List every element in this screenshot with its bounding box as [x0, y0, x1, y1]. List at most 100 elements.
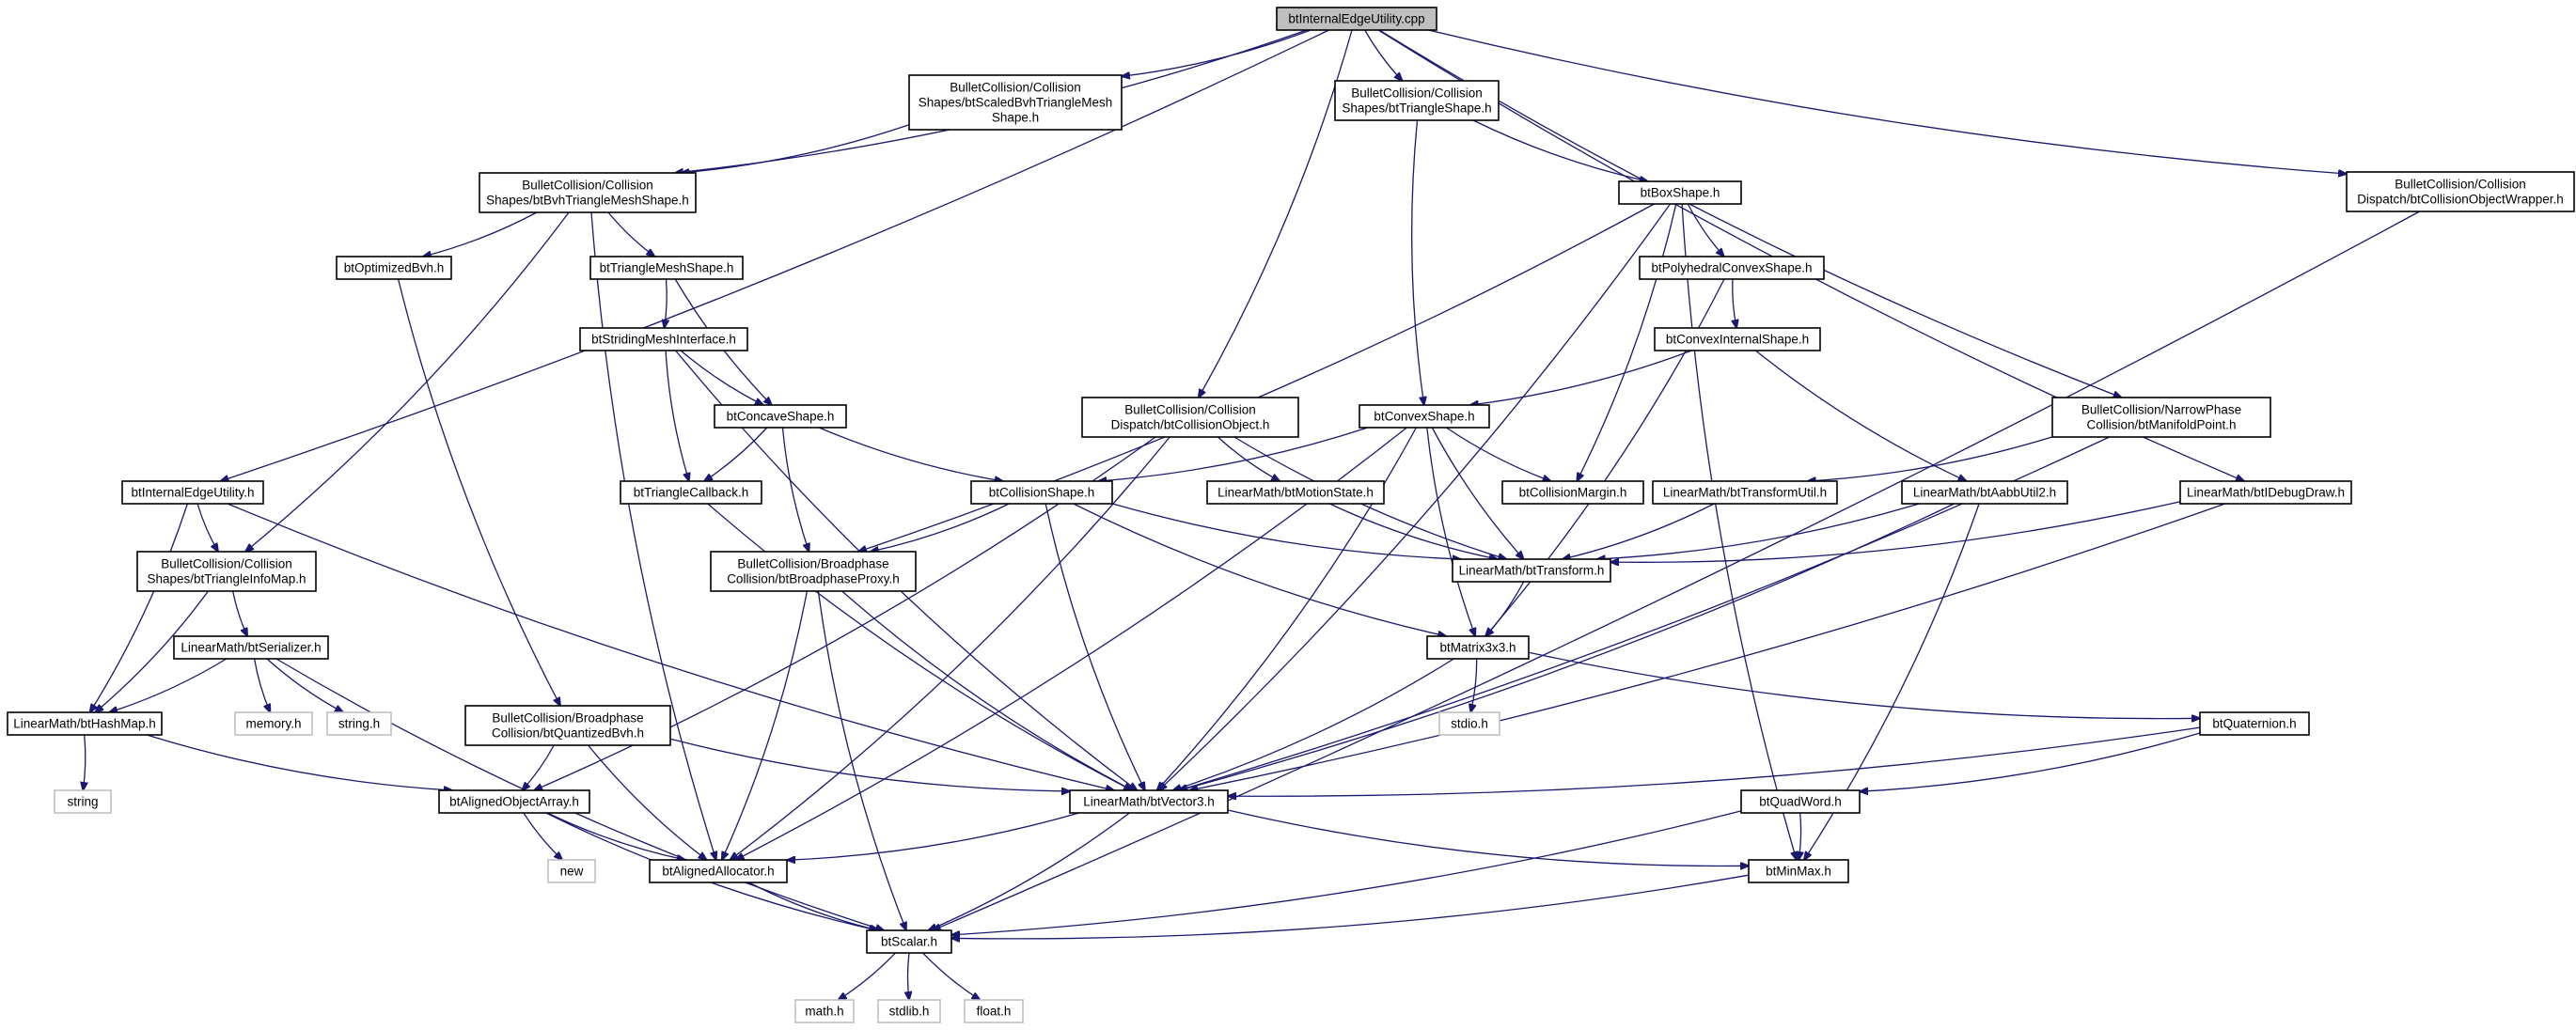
node-label-bvhtrimesh-1: Shapes/btBvhTriangleMeshShape.h — [486, 194, 689, 208]
node-boxshape[interactable]: btBoxShape.h — [1618, 180, 1742, 205]
edge-collisionshape-to-vector3 — [1045, 503, 1145, 790]
node-alignedobjarray[interactable]: btAlignedObjectArray.h — [438, 789, 590, 814]
edge-vector3-to-minmax — [1227, 809, 1749, 866]
edge-triangleshape-to-boxshape — [1472, 119, 1648, 181]
node-box-bvhtrimesh — [479, 172, 697, 213]
edge-boxshape-to-minmax — [1681, 203, 1797, 860]
node-tricallback[interactable]: btTriangleCallback.h — [620, 480, 762, 505]
node-label-collisionobject-1: Dispatch/btCollisionObject.h — [1111, 418, 1270, 432]
node-box-manifoldpoint — [2051, 397, 2271, 438]
node-triinfomap[interactable]: BulletCollision/CollisionShapes/btTriang… — [136, 551, 317, 592]
node-box-polyconvex — [1639, 256, 1825, 280]
edge-collisionshape-to-matrix3x3 — [1073, 503, 1447, 636]
edge-quantizedbvh-to-vector3 — [669, 738, 1070, 791]
node-polyconvex[interactable]: btPolyhedralConvexShape.h — [1639, 256, 1825, 280]
edge-root-to-collisionobject — [1199, 29, 1353, 398]
node-convexshape[interactable]: btConvexShape.h — [1359, 404, 1490, 429]
edge-transformutil-to-transform — [1563, 503, 1715, 559]
node-quantizedbvh[interactable]: BulletCollision/BroadphaseCollision/btQu… — [464, 705, 671, 746]
node-label-colobjwrapper-0: BulletCollision/Collision — [2395, 178, 2526, 192]
node-stridingmesh[interactable]: btStridingMeshInterface.h — [579, 327, 748, 351]
node-label-triinfomap-1: Shapes/btTriangleInfoMap.h — [147, 572, 306, 586]
node-label-alignedalloc-0: btAlignedAllocator.h — [662, 865, 774, 879]
edge-quaternion-to-vector3 — [1228, 726, 2201, 796]
node-optimizedbvh[interactable]: btOptimizedBvh.h — [336, 256, 452, 280]
node-motionstate[interactable]: LinearMath/btMotionState.h — [1206, 480, 1385, 505]
edge-alignedobjarray-to-new — [523, 812, 562, 860]
node-box-new — [547, 859, 596, 883]
node-box-root — [1276, 7, 1437, 31]
node-label-serializer-0: LinearMath/btSerializer.h — [181, 641, 321, 655]
node-new: new — [547, 859, 596, 883]
node-transform[interactable]: LinearMath/btTransform.h — [1452, 558, 1611, 583]
node-label-minmax-0: btMinMax.h — [1766, 865, 1831, 879]
node-label-convexshape-0: btConvexShape.h — [1374, 410, 1474, 424]
node-aabbutil[interactable]: LinearMath/btAabbUtil2.h — [1901, 480, 2068, 505]
node-label-bpproxy-0: BulletCollision/Broadphase — [737, 557, 888, 571]
edge-serializer-to-hashmap — [109, 658, 228, 712]
node-hashmap[interactable]: LinearMath/btHashMap.h — [7, 711, 163, 736]
node-triangleshape[interactable]: BulletCollision/CollisionShapes/btTriang… — [1334, 80, 1500, 121]
edge-matrix3x3-to-vector3 — [1173, 658, 1454, 790]
edge-bvhtrimesh-to-trimeshshape — [607, 211, 654, 257]
edge-convexshape-to-transform — [1431, 427, 1523, 559]
node-label-stdio-0: stdio.h — [1451, 717, 1488, 731]
node-label-float-0: float.h — [977, 1005, 1012, 1019]
edge-convexshape-to-collisionshape — [1098, 427, 1368, 481]
node-trimeshshape[interactable]: btTriangleMeshShape.h — [589, 256, 744, 280]
node-label-quadword-0: btQuadWord.h — [1759, 795, 1842, 809]
edge-vector3-to-scalar — [929, 812, 1130, 930]
node-colobjwrapper[interactable]: BulletCollision/CollisionDispatch/btColl… — [2346, 171, 2575, 212]
node-quadword[interactable]: btQuadWord.h — [1740, 789, 1861, 814]
node-scaledbvh[interactable]: BulletCollision/CollisionShapes/btScaled… — [908, 74, 1123, 131]
node-collisionobject[interactable]: BulletCollision/CollisionDispatch/btColl… — [1081, 397, 1299, 438]
node-scalar[interactable]: btScalar.h — [866, 929, 952, 954]
node-root[interactable]: btInternalEdgeUtility.cpp — [1276, 7, 1437, 31]
nodes-layer: btInternalEdgeUtility.cppBulletCollision… — [7, 7, 2575, 1023]
edge-convexshape-to-collisionmargin — [1446, 427, 1550, 481]
node-box-debugdraw — [2179, 480, 2352, 505]
node-bvhtrimesh[interactable]: BulletCollision/CollisionShapes/btBvhTri… — [479, 172, 697, 213]
edge-hashmap-to-string — [83, 734, 86, 790]
node-label-debugdraw-0: LinearMath/btIDebugDraw.h — [2187, 486, 2345, 500]
node-label-collisionmargin-0: btCollisionMargin.h — [1519, 486, 1627, 500]
node-debugdraw[interactable]: LinearMath/btIDebugDraw.h — [2179, 480, 2352, 505]
node-label-internaledge-0: btInternalEdgeUtility.h — [131, 486, 254, 500]
node-label-scaledbvh-2: Shape.h — [992, 111, 1039, 125]
edge-collisionobject-to-alignedalloc — [730, 436, 1170, 860]
node-label-manifoldpoint-0: BulletCollision/NarrowPhase — [2081, 403, 2241, 417]
node-alignedalloc[interactable]: btAlignedAllocator.h — [649, 859, 788, 883]
node-manifoldpoint[interactable]: BulletCollision/NarrowPhaseCollision/btM… — [2051, 397, 2271, 438]
node-label-quaternion-0: btQuaternion.h — [2212, 717, 2296, 731]
node-collisionshape[interactable]: btCollisionShape.h — [970, 480, 1113, 505]
node-label-motionstate-0: LinearMath/btMotionState.h — [1217, 486, 1374, 500]
node-box-quadword — [1740, 789, 1861, 814]
node-minmax[interactable]: btMinMax.h — [1748, 859, 1849, 883]
edge-bvhtrimesh-to-triinfomap — [245, 211, 570, 552]
node-box-string — [54, 789, 112, 814]
node-label-scaledbvh-1: Shapes/btScaledBvhTriangleMesh — [919, 96, 1113, 110]
edge-root-to-triangleshape — [1364, 29, 1403, 81]
node-label-triinfomap-0: BulletCollision/Collision — [161, 557, 292, 571]
node-box-aabbutil — [1901, 480, 2068, 505]
node-bpproxy[interactable]: BulletCollision/BroadphaseCollision/btBr… — [710, 551, 917, 592]
edge-concaveshape-to-bpproxy — [781, 427, 809, 552]
node-concaveshape[interactable]: btConcaveShape.h — [714, 404, 847, 429]
node-box-trimeshshape — [589, 256, 744, 280]
node-vector3[interactable]: LinearMath/btVector3.h — [1069, 789, 1229, 814]
edge-triangleshape-to-convexshape — [1410, 119, 1424, 405]
node-box-memory — [234, 711, 313, 736]
node-collisionmargin[interactable]: btCollisionMargin.h — [1501, 480, 1644, 505]
node-convexinternal[interactable]: btConvexInternalShape.h — [1654, 327, 1821, 351]
edge-vector3-to-alignedalloc — [787, 812, 1079, 860]
edge-quadword-to-minmax — [1798, 812, 1800, 860]
node-quaternion[interactable]: btQuaternion.h — [2199, 711, 2310, 736]
node-label-math-0: math.h — [805, 1005, 843, 1019]
node-internaledge[interactable]: btInternalEdgeUtility.h — [121, 480, 264, 505]
node-matrix3x3[interactable]: btMatrix3x3.h — [1426, 635, 1530, 660]
node-serializer[interactable]: LinearMath/btSerializer.h — [173, 635, 329, 660]
edge-alignedalloc-to-scalar — [748, 882, 879, 930]
node-transformutil[interactable]: LinearMath/btTransformUtil.h — [1652, 480, 1838, 505]
node-label-aabbutil-0: LinearMath/btAabbUtil2.h — [1913, 486, 2056, 500]
node-string: string — [54, 789, 112, 814]
